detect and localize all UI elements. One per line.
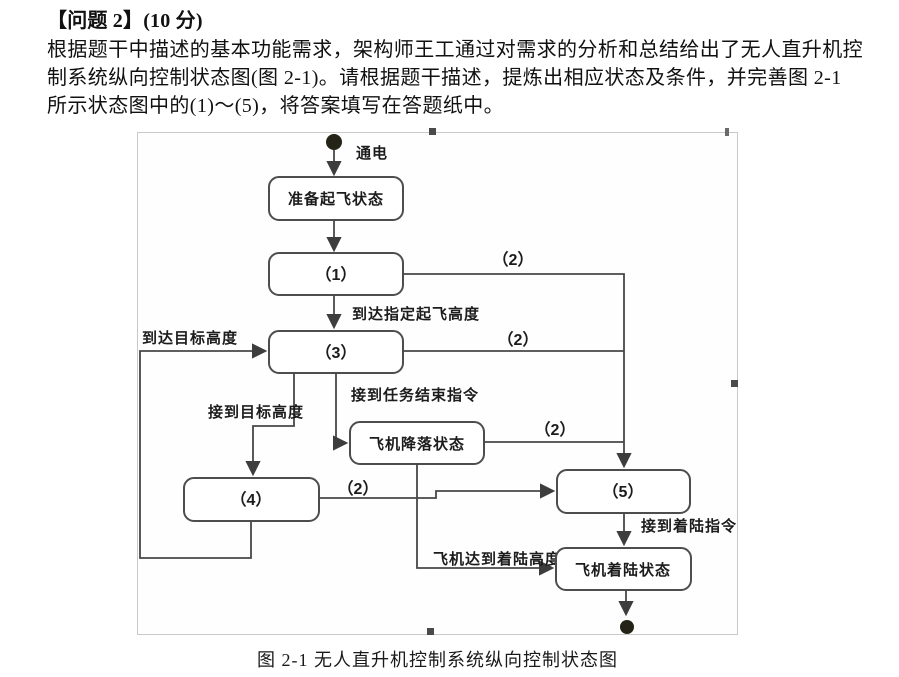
transition-blank4-to-blank3 xyxy=(139,343,268,559)
state-blank-5-label: （5） xyxy=(603,483,644,501)
state-blank-3-label: （3） xyxy=(316,344,357,362)
state-diagram-figure[interactable]: 通电 准备起飞状态 （1） （2） 到达指定起飞高度 （3） （2） 到达目标 xyxy=(137,132,738,635)
transition-label-2a: （2） xyxy=(493,251,534,269)
transition-blank4-to-blank5 xyxy=(319,483,556,499)
state-land xyxy=(555,547,692,591)
problem-text-line-2: 制系统纵向控制状态图(图 2-1)。请根据题干描述，提炼出相应状态及条件，并完善… xyxy=(47,67,842,89)
transition-label-reach-target-altitude: 到达目标高度 xyxy=(142,329,238,347)
final-state-dot xyxy=(620,620,634,634)
transition-label-reach-landing-altitude: 飞机达到着陆高度 xyxy=(433,550,561,568)
problem-title: 【问题 2】(10 分) xyxy=(47,10,203,32)
transition-label-landing-command: 接到着陆指令 xyxy=(641,517,737,535)
initial-state-dot xyxy=(326,134,342,150)
state-prepare-takeoff xyxy=(268,176,404,221)
transition-label-takeoff-altitude: 到达指定起飞高度 xyxy=(352,305,480,323)
transition-descend-to-land xyxy=(416,464,555,576)
transition-label-power-on: 通电 xyxy=(356,144,388,162)
selection-handle-right[interactable] xyxy=(731,380,738,387)
figure-caption: 图 2-1 无人直升机控制系统纵向控制状态图 xyxy=(257,650,618,670)
transition-label-receive-target-altitude: 接到目标高度 xyxy=(208,403,304,421)
transition-label-2b: （2） xyxy=(498,331,539,349)
state-diagram-svg: 通电 准备起飞状态 （1） （2） 到达指定起飞高度 （3） （2） 到达目标 xyxy=(139,134,737,634)
transition-label-2d: （2） xyxy=(338,480,379,498)
selection-handle-bottom[interactable] xyxy=(427,628,434,635)
transition-blank3-to-blank4 xyxy=(245,373,295,477)
state-descend-label: 飞机降落状态 xyxy=(369,435,465,453)
problem-text-line-3: 所示状态图中的(1)～(5)，将答案填写在答题纸中。 xyxy=(47,95,505,117)
state-prepare-takeoff-label: 准备起飞状态 xyxy=(288,190,384,208)
transition-blank3-to-descend xyxy=(332,373,349,451)
state-land-label: 飞机着陆状态 xyxy=(575,561,671,579)
selection-handle-top-right[interactable] xyxy=(725,128,729,136)
state-blank-1-label: （1） xyxy=(316,266,357,284)
transition-label-2c: （2） xyxy=(535,421,576,439)
selection-handle-top[interactable] xyxy=(429,128,436,135)
problem-text-line-1: 根据题干中描述的基本功能需求，架构师王工通过对需求的分析和总结给出了无人直升机控 xyxy=(47,39,863,61)
problem-statement: 【问题 2】(10 分) 根据题干中描述的基本功能需求，架构师王工通过对需求的分… xyxy=(47,6,863,120)
state-blank-4-label: （4） xyxy=(231,491,272,509)
transition-blank1-to-blank5 xyxy=(403,273,632,469)
state-blank-4 xyxy=(183,477,320,522)
transition-label-task-end-command: 接到任务结束指令 xyxy=(351,386,479,404)
